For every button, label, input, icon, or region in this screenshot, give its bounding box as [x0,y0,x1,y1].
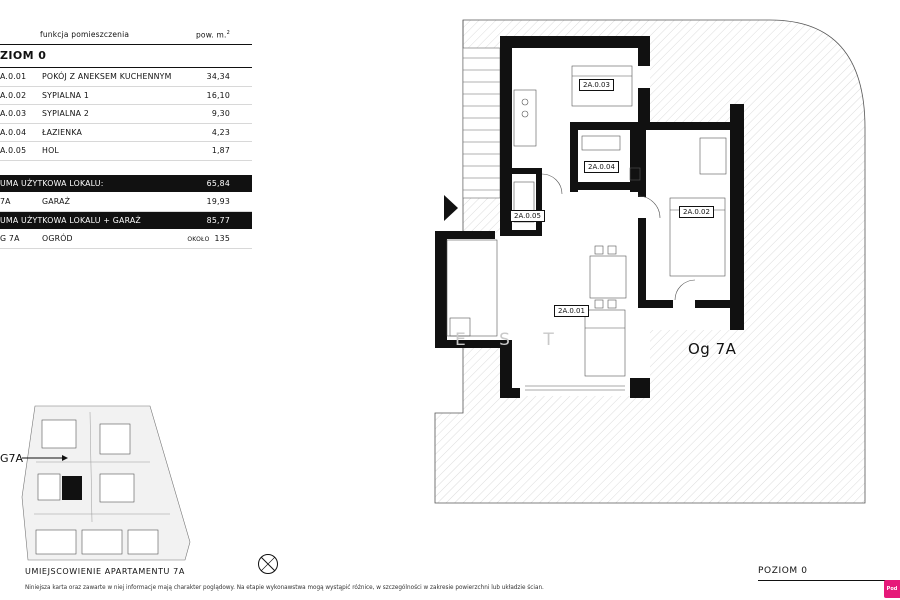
room-code: A.0.05 [0,146,27,155]
table-row: A.0.01 POKÓJ Z ANEKSEM KUCHENNYM 34,34 [0,68,252,87]
sum-garage-row: UMA UŻYTKOWA LOKALU + GARAŻ 85,77 [0,211,252,230]
room-label-2a-0-04: 2A.0.04 [584,161,619,173]
room-code: A.0.01 [0,72,27,81]
table-row: A.0.03 SYPIALNA 2 9,30 [0,105,252,124]
sum-garage-value: 85,77 [206,215,230,225]
header-area-text: pow. m. [195,30,227,40]
footer-divider [758,580,898,581]
floor-plan [434,19,866,504]
header-area: pow. m.2 [196,30,230,40]
header-function: funkcja pomieszczenia [40,30,130,39]
room-name: SYPIALNA 2 [42,109,89,118]
table-spacer [0,161,252,175]
location-title: UMIEJSCOWIENIE APARTAMENTU 7A [25,567,185,576]
garage-name: GARAŻ [42,197,71,206]
walls [435,36,744,398]
room-code: A.0.04 [0,127,27,137]
entry-marker [444,195,458,221]
garden-label: Og 7A [688,340,737,358]
garden-area: OKOŁO 135 [187,230,230,249]
table-header: funkcja pomieszczenia pow. m.2 [0,26,252,44]
garage-area: 19,93 [206,197,230,206]
level-title: ZIOM 0 [0,44,252,68]
header-area-sup: 2 [226,30,230,36]
garden-row: G 7A OGRÓD OKOŁO 135 [0,230,252,249]
sum-label: UMA UŻYTKOWA LOKALU: [0,178,104,188]
room-area: 1,87 [211,146,230,155]
sum-garage-label: UMA UŻYTKOWA LOKALU + GARAŻ [0,215,141,225]
room-code: A.0.02 [0,90,27,100]
room-area: 9,30 [211,109,230,118]
room-name: SYPIALNA 1 [42,90,89,100]
garden-code: G 7A [0,234,20,243]
garden-area-value: 135 [214,234,230,243]
room-table: funkcja pomieszczenia pow. m.2 ZIOM 0 A.… [0,26,252,249]
garden-prefix: OKOŁO [187,236,210,243]
room-area: 34,34 [206,72,230,81]
compass-icon [258,554,278,574]
sum-value: 65,84 [206,178,230,188]
room-label-2a-0-05: 2A.0.05 [510,210,545,222]
table-row: A.0.05 HOL 1,87 [0,142,252,161]
garden-name: OGRÓD [42,234,73,243]
site-marker-label: G7A [0,452,24,465]
garage-row: 7A GARAŻ 19,93 [0,193,252,212]
room-label-2a-0-03: 2A.0.03 [579,79,614,91]
brand-badge[interactable]: Pod [884,580,900,598]
room-name: HOL [42,146,59,155]
level-footer: POZIOM 0 [758,566,808,576]
room-name: POKÓJ Z ANEKSEM KUCHENNYM [42,72,172,81]
room-area: 16,10 [206,90,230,100]
table-row: A.0.02 SYPIALNA 1 16,10 [0,87,252,105]
sum-row: UMA UŻYTKOWA LOKALU: 65,84 [0,174,252,193]
room-area: 4,23 [211,127,230,137]
watermark: E S T [455,330,568,350]
apartment-7a-highlight [62,476,82,500]
garage-code: 7A [0,197,11,206]
stairs [462,47,501,199]
site-map [21,405,191,561]
fixtures [446,20,727,391]
room-label-2a-0-02: 2A.0.02 [679,206,714,218]
table-row: A.0.04 ŁAZIENKA 4,23 [0,124,252,142]
room-label-2a-0-01: 2A.0.01 [554,305,589,317]
room-name: ŁAZIENKA [42,127,83,137]
room-code: A.0.03 [0,109,27,118]
disclaimer: Niniejsza karta oraz zawarte w niej info… [25,585,544,591]
